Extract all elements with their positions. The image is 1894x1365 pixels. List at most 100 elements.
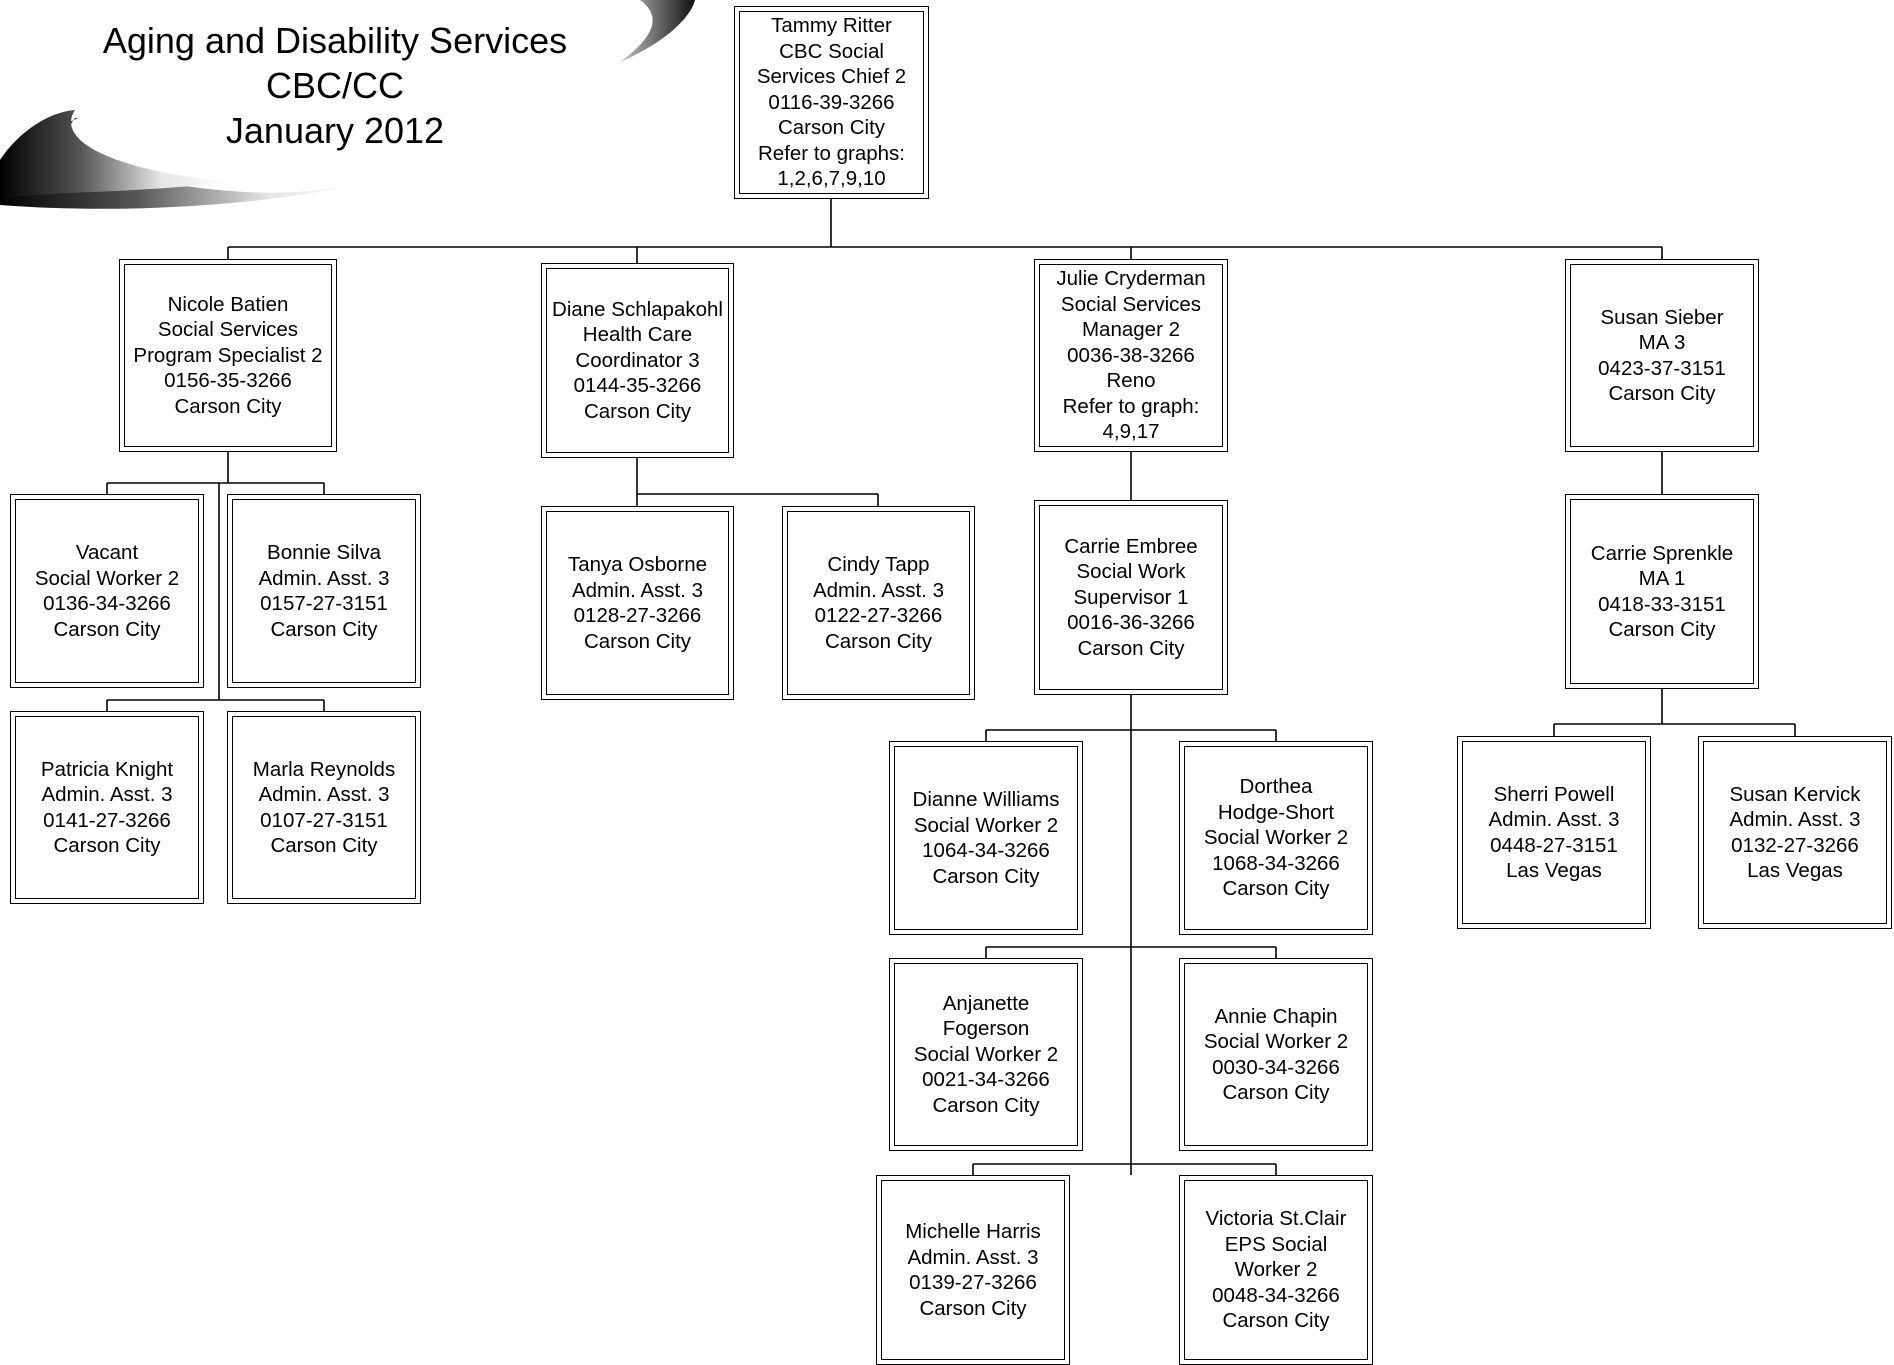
org-node-text-line: Carson City	[270, 617, 378, 641]
org-node-text-line: Carson City	[1077, 636, 1185, 660]
org-node-text-line: Social Worker 2	[913, 813, 1059, 837]
org-node-text-line: Vacant	[75, 541, 139, 564]
org-node-text-line: Nicole Batien	[167, 292, 289, 316]
org-node-text-line: Social Worker 2	[34, 566, 180, 590]
org-node-text-line: Reno	[1106, 369, 1156, 393]
org-node-text-line: Manager 2	[1081, 318, 1180, 342]
org-node-text-line: Susan Kervick	[1729, 782, 1861, 806]
org-node-text-line: Las Vegas	[1747, 859, 1843, 882]
org-node-text-line: Worker 2	[1234, 1258, 1318, 1282]
org-node-text-line: Carson City	[1222, 1309, 1330, 1333]
org-node-text-line: Carson City	[53, 617, 161, 641]
chart-title-line-2: CBC/CC	[265, 65, 404, 106]
org-node-text-line: Carson City	[919, 1296, 1027, 1320]
org-node-text-line: Admin. Asst. 3	[258, 566, 390, 590]
org-node-text-line: Dianne Williams	[912, 788, 1060, 811]
org-node-text-line: Michelle Harris	[905, 1220, 1041, 1243]
org-node-text-line: Carson City	[824, 629, 933, 653]
org-node-text-line: 0418-33-3151	[1598, 592, 1726, 616]
org-node-text-line: 0016-36-3266	[1067, 611, 1195, 635]
org-node-text-line: Refer to graph:	[1062, 394, 1200, 418]
org-node-text-line: Tammy Ritter	[771, 14, 892, 38]
org-node-text-line: Admin. Asst. 3	[571, 578, 704, 602]
org-node-text-line: Social Services	[1060, 292, 1202, 316]
org-node-text-line: Social Worker 2	[1203, 1030, 1349, 1053]
org-node-text-line: Diane Schlapakohl	[552, 297, 723, 321]
org-node-text-line: Carson City	[53, 834, 161, 857]
org-node-text-line: Carson City	[1608, 382, 1716, 405]
org-node-text-line: Carson City	[1222, 877, 1330, 901]
org-node-text-line: Social Worker 2	[1203, 826, 1349, 850]
org-node-text-line: Carson City	[270, 834, 378, 857]
org-node-text-line: Program Specialist 2	[133, 343, 323, 367]
org-node-text-line: Annie Chapin	[1214, 1004, 1338, 1028]
org-node-text-line: 4,9,17	[1102, 420, 1160, 444]
org-node-text-line: 0156-35-3266	[164, 369, 292, 393]
org-node-text-line: Fogerson	[942, 1017, 1030, 1041]
org-node-text-line: Carrie Sprenkle	[1590, 541, 1734, 565]
org-node-text-line: Social Worker 2	[913, 1042, 1059, 1066]
org-node-text-line: Admin. Asst. 3	[907, 1245, 1039, 1269]
org-node-text-line: Carson City	[777, 116, 886, 140]
org-node-text-line: 0122-27-3266	[814, 604, 943, 627]
org-node-text-line: 0107-27-3151	[260, 808, 388, 832]
org-node-text-line: Julie Cryderman	[1056, 267, 1206, 291]
org-node-text-line: MA 3	[1638, 331, 1686, 354]
org-node-text-line: Services Chief 2	[756, 65, 907, 89]
org-node-text-line: 0141-27-3266	[43, 808, 171, 832]
org-node-text-line: Cindy Tapp	[827, 553, 930, 576]
org-node-text-line: Coordinator 3	[575, 348, 700, 372]
org-node-text-line: Carson City	[174, 394, 282, 418]
chart-title-line-1: Aging and Disability Services	[102, 20, 568, 61]
org-node-text-line: Carson City	[932, 864, 1040, 888]
org-node-text-line: Victoria St.Clair	[1205, 1207, 1347, 1231]
org-node-text-line: Marla Reynolds	[252, 757, 396, 781]
org-node-text-line: Sherri Powell	[1493, 782, 1615, 806]
org-node-text-line: MA 1	[1638, 567, 1686, 590]
org-node-text-line: 0036-38-3266	[1067, 343, 1195, 367]
org-node-text-line: Carson City	[1222, 1081, 1330, 1104]
org-node-text-line: 0021-34-3266	[922, 1068, 1050, 1092]
org-node-text-line: Las Vegas	[1506, 859, 1602, 882]
org-node-text-line: Admin. Asst. 3	[812, 578, 945, 602]
org-node-text-line: Patricia Knight	[40, 757, 174, 781]
org-node-text-line: Carson City	[583, 399, 692, 423]
org-node-text-line: CBC Social	[779, 39, 884, 63]
org-node-text-line: Admin. Asst. 3	[258, 783, 390, 806]
org-node-text-line: 1064-34-3266	[922, 839, 1050, 862]
org-node-text-line: 0423-37-3151	[1598, 356, 1726, 380]
org-node-text-line: 0030-34-3266	[1212, 1055, 1340, 1079]
org-node-text-line: Carson City	[1608, 618, 1716, 641]
